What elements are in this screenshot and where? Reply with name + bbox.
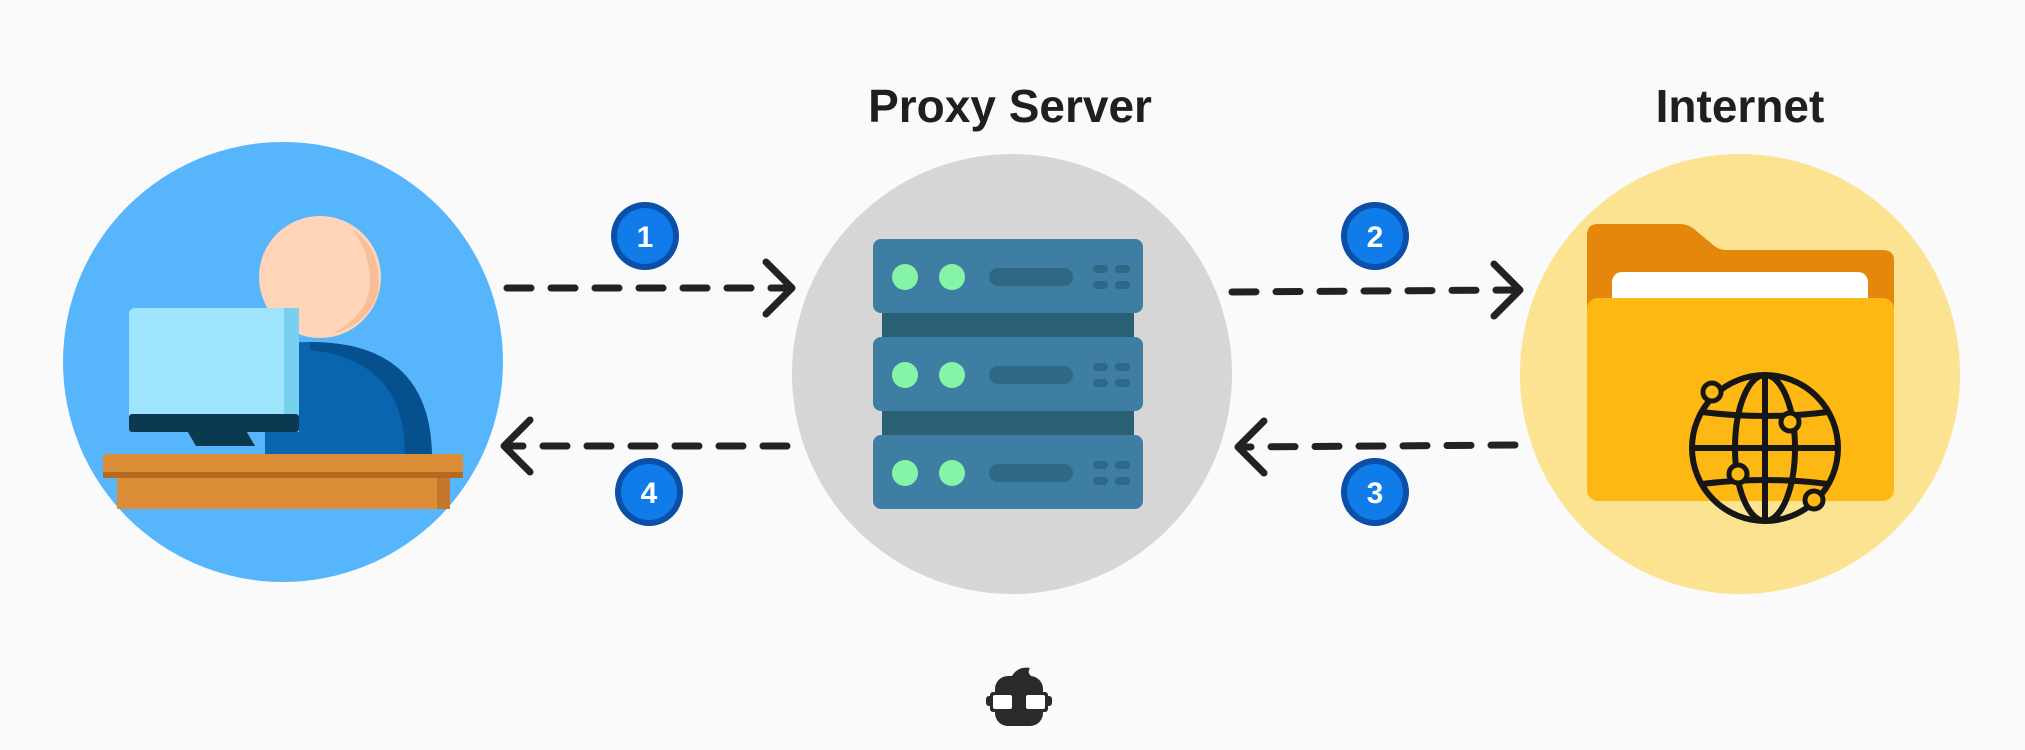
internet-title: Internet — [1655, 80, 1825, 132]
step-number: 3 — [1367, 477, 1384, 510]
arrow-step-3 — [1234, 417, 1519, 477]
arrow-step-1 — [503, 258, 796, 318]
step-number: 1 — [637, 221, 654, 254]
arrow-step-2 — [1228, 260, 1524, 320]
step-number: 2 — [1367, 221, 1384, 254]
step-badge-4: 4 — [615, 458, 683, 526]
server-rack-icon — [873, 239, 1143, 509]
proxy-server-title: Proxy Server — [868, 80, 1152, 132]
client-node — [63, 142, 503, 582]
step-badge-2: 2 — [1341, 202, 1409, 270]
mascot-logo-icon — [986, 667, 1052, 726]
folder-globe-icon — [1587, 224, 1894, 524]
arrow-step-4 — [500, 416, 791, 476]
step-badge-1: 1 — [611, 202, 679, 270]
internet-node — [1520, 154, 1960, 594]
step-number: 4 — [641, 477, 658, 510]
proxy-node — [792, 154, 1232, 594]
step-badge-3: 3 — [1341, 458, 1409, 526]
person-at-computer-icon — [103, 216, 463, 509]
